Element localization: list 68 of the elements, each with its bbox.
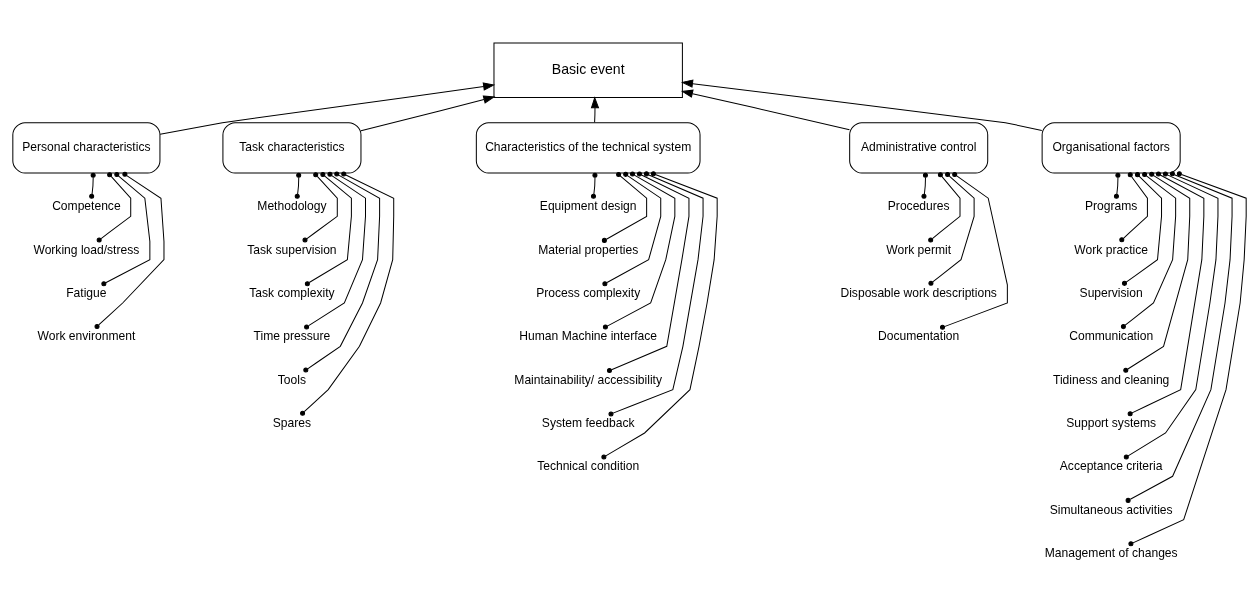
- arrow: [680, 89, 850, 130]
- node-box: Basic event: [493, 42, 683, 98]
- connector: [601, 171, 648, 243]
- connector: [602, 171, 662, 286]
- connector: [606, 170, 690, 373]
- connector: [608, 170, 704, 416]
- node-text: Support systems: [1066, 415, 1157, 430]
- connector: [303, 171, 381, 373]
- connector: [1128, 170, 1247, 546]
- node-box: Administrative control: [849, 121, 989, 174]
- node-text: Process complexity: [536, 285, 641, 300]
- connector: [1121, 171, 1163, 286]
- connector: [294, 172, 302, 199]
- connector: [1123, 171, 1191, 373]
- node-box: Personal characteristics: [12, 121, 161, 174]
- node-text: Communication: [1069, 328, 1154, 343]
- node-text: Material properties: [538, 242, 639, 257]
- connector: [1125, 170, 1233, 503]
- node-text: Acceptance criteria: [1059, 458, 1163, 473]
- arrow: [680, 78, 1043, 131]
- connector: [602, 171, 676, 330]
- node-text: Work environment: [37, 328, 136, 343]
- connector: [304, 171, 352, 286]
- node-text: Documentation: [878, 328, 960, 343]
- node-text: Tools: [277, 372, 307, 387]
- node-text: Spares: [272, 415, 312, 430]
- connector: [590, 172, 598, 199]
- node-text: Equipment design: [539, 198, 637, 213]
- node-text: Management of changes: [1044, 545, 1178, 560]
- connector: [300, 170, 395, 416]
- connector: [302, 171, 338, 243]
- node-text: Supervision: [1079, 285, 1143, 300]
- connector: [89, 172, 96, 199]
- node-text: Tidiness and cleaning: [1052, 372, 1170, 387]
- connector: [940, 171, 1008, 330]
- connector: [928, 171, 975, 286]
- node-text: Work practice: [1074, 242, 1148, 257]
- node-text: Human Machine interface: [519, 328, 657, 343]
- node-text: Technical condition: [537, 458, 640, 473]
- node-text: Working load/stress: [33, 242, 140, 257]
- node-text: Fatigue: [66, 285, 107, 300]
- node-text: Programs: [1084, 198, 1138, 213]
- connector: [1120, 171, 1177, 329]
- connector: [304, 171, 366, 329]
- connector: [928, 171, 961, 242]
- arrow: [159, 81, 496, 135]
- connector: [601, 170, 718, 459]
- arrow: [360, 94, 496, 131]
- connector: [1119, 171, 1148, 242]
- connector: [1123, 170, 1219, 459]
- connector: [94, 171, 165, 329]
- connector: [1127, 171, 1205, 416]
- node-text: Task complexity: [249, 285, 335, 300]
- node-text: Time pressure: [253, 328, 331, 343]
- node-text: System feedback: [541, 415, 635, 430]
- node-text: Methodology: [257, 198, 327, 213]
- node-text: Competence: [52, 198, 121, 213]
- connector: [101, 171, 151, 286]
- connector: [96, 171, 132, 242]
- node-text: Simultaneous activities: [1049, 502, 1173, 517]
- arrow: [590, 95, 600, 123]
- connector: [921, 172, 928, 199]
- node-text: Procedures: [887, 198, 950, 213]
- connector: [1113, 172, 1121, 199]
- node-text: Task supervision: [247, 242, 337, 257]
- node-text: Work permit: [886, 242, 952, 257]
- node-text: Maintainability/ accessibility: [514, 372, 663, 387]
- node-text: Disposable work descriptions: [840, 285, 997, 300]
